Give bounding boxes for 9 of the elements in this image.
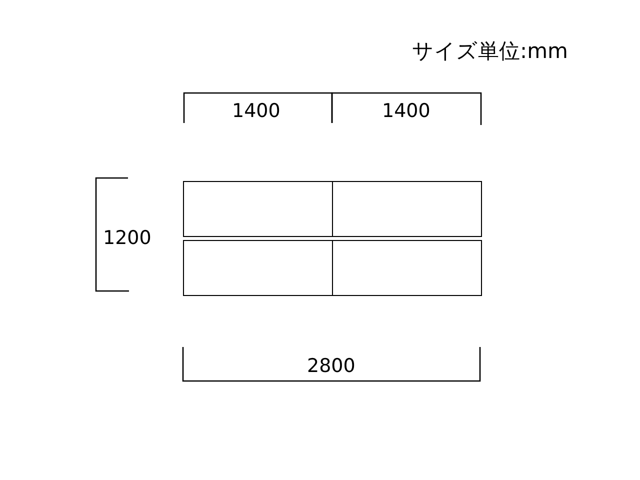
dimension-text: 2800 bbox=[307, 357, 356, 376]
dimension-text: 1400 bbox=[382, 102, 430, 121]
rectangle bbox=[332, 240, 482, 296]
rectangle bbox=[183, 240, 333, 296]
dimension-text: 1400 bbox=[232, 102, 280, 121]
unit-note: サイズ単位:mm bbox=[412, 41, 568, 62]
dimension-text: 1200 bbox=[103, 229, 152, 248]
rectangle bbox=[332, 181, 482, 237]
rectangle bbox=[183, 181, 333, 237]
